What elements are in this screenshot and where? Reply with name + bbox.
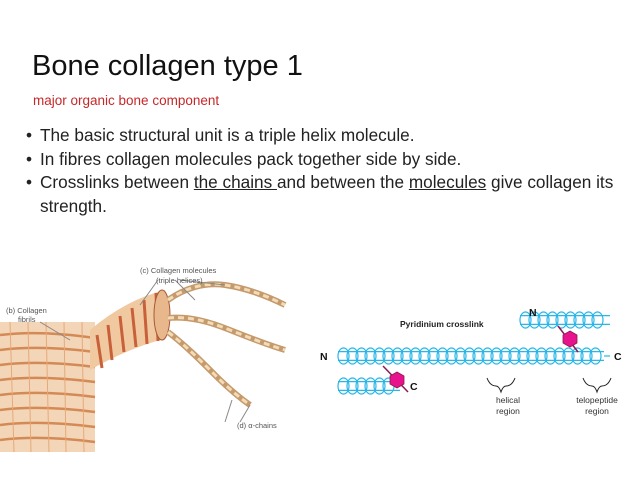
molecules-link[interactable]: molecules — [408, 172, 487, 192]
telopeptide-brace — [582, 377, 612, 394]
chains-link[interactable]: the chains — [193, 172, 277, 192]
bullet-text: and between the — [276, 172, 409, 192]
bullet-item: In fibres collagen molecules pack togeth… — [22, 148, 622, 172]
helix-molecule-middle — [337, 347, 610, 365]
slide-subtitle: major organic bone component — [33, 93, 220, 108]
label-n-top: N — [529, 307, 537, 319]
telopeptide-region-label: telopeptide — [576, 395, 618, 405]
bullet-list: The basic structural unit is a triple he… — [22, 124, 622, 218]
label-n-left: N — [320, 351, 328, 363]
collagen-fibril — [90, 289, 171, 370]
bullet-item: Crosslinks between the chains and betwee… — [22, 171, 622, 218]
crosslink-label: Pyridinium crosslink — [400, 319, 484, 329]
helical-region-label: helical — [496, 395, 520, 405]
helix-molecule-top — [519, 311, 610, 329]
slide-title: Bone collagen type 1 — [32, 50, 303, 82]
label-collagen-molecules: (c) Collagen molecules — [140, 266, 217, 275]
crosslink-lower — [382, 365, 409, 393]
collagen-fibril-illustration: (c) Collagen molecules (triple helices) … — [0, 266, 287, 453]
fibril-bundle — [0, 321, 96, 453]
label-alpha-chains: (d) α-chains — [237, 421, 277, 430]
label-triple-helices: (triple helices) — [156, 276, 203, 285]
crosslink-upper — [557, 325, 579, 353]
helical-region-label: region — [496, 406, 520, 416]
crosslink-diagram: Pyridinium crosslink N N C C helical reg… — [320, 307, 622, 416]
helical-brace — [486, 377, 516, 394]
bullet-item: The basic structural unit is a triple he… — [22, 124, 622, 148]
label-fibrils: fibrils — [18, 315, 36, 324]
telopeptide-region-label: region — [585, 406, 609, 416]
label-collagen-fibrils: (b) Collagen — [6, 306, 47, 315]
label-c-right: C — [614, 351, 622, 363]
triple-helix-strands — [166, 281, 287, 408]
bullet-text: Crosslinks between — [40, 172, 194, 192]
helix-molecule-bottom — [337, 377, 400, 395]
bullet-text: give collagen its strength. — [40, 172, 614, 216]
label-c-bottom: C — [410, 381, 418, 393]
